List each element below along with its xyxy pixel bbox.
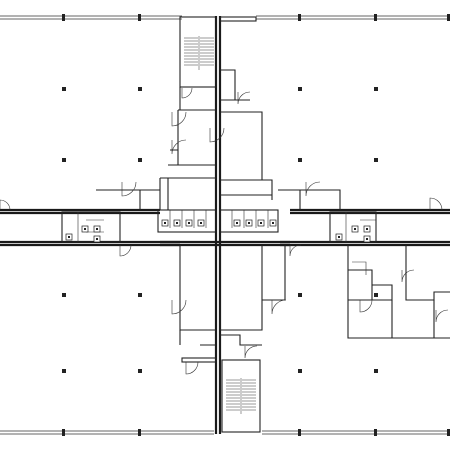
column	[374, 158, 378, 162]
toilet-fixture	[335, 233, 343, 241]
column	[298, 87, 302, 91]
toilet-fixture	[233, 219, 241, 227]
toilet-fixture	[93, 235, 101, 243]
column	[374, 369, 378, 373]
column	[374, 293, 378, 297]
column	[138, 158, 142, 162]
column	[298, 293, 302, 297]
column	[298, 158, 302, 162]
south-core-rooms	[179, 245, 286, 346]
toilet-fixture	[351, 225, 359, 233]
north-core-rooms	[96, 69, 341, 210]
stair-south	[226, 378, 256, 414]
toilet-fixture	[363, 225, 371, 233]
sanitary-fixtures	[65, 219, 371, 243]
toilet-block-center	[157, 209, 279, 233]
column	[138, 369, 142, 373]
toilet-fixture	[65, 233, 73, 241]
column	[62, 369, 66, 373]
toilet-fixture	[93, 225, 101, 233]
toilet-fixture	[257, 219, 265, 227]
column	[374, 87, 378, 91]
doors	[0, 87, 449, 375]
column	[138, 87, 142, 91]
toilet-fixture	[197, 219, 205, 227]
toilet-fixture	[185, 219, 193, 227]
column	[62, 293, 66, 297]
column	[62, 158, 66, 162]
toilet-block-east	[329, 211, 377, 243]
exterior-wall	[0, 14, 450, 436]
column	[298, 369, 302, 373]
column	[62, 87, 66, 91]
toilet-fixture	[363, 235, 371, 243]
stair-north	[184, 36, 214, 70]
column	[138, 293, 142, 297]
structural-columns	[62, 87, 378, 373]
toilet-fixture	[161, 219, 169, 227]
east-office-suite	[347, 245, 450, 339]
toilet-fixture	[269, 219, 277, 227]
toilet-fixture	[245, 219, 253, 227]
toilet-fixture	[81, 225, 89, 233]
toilet-fixture	[173, 219, 181, 227]
